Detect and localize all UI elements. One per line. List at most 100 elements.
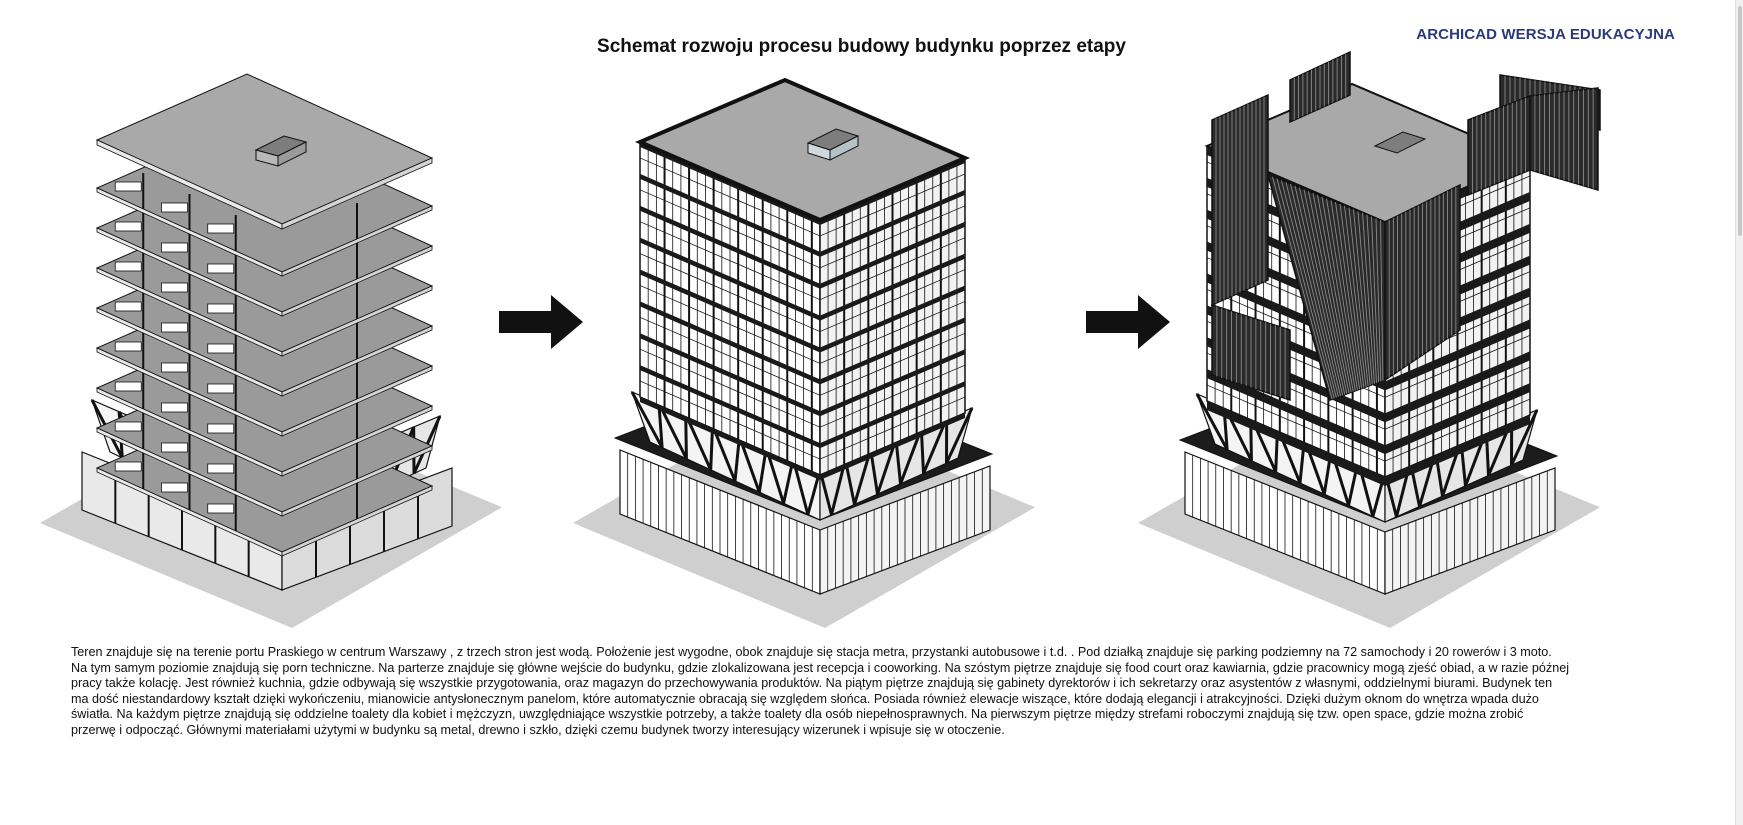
transom: [819, 269, 966, 332]
floor-band: [820, 285, 965, 353]
panel-fin: [1312, 192, 1352, 393]
transom: [819, 205, 966, 269]
truss-diagonal: [1510, 409, 1539, 466]
slab-edge: [281, 285, 433, 357]
slab-edge: [281, 205, 433, 277]
scrollbar-thumb[interactable]: [1738, 6, 1742, 236]
description-line: przerwę i odpocząć. Głównymi materiałami…: [71, 722, 1005, 737]
floor-band: [1385, 383, 1530, 455]
window-opening: [114, 381, 142, 392]
floor-band: [1385, 415, 1530, 486]
roof-box: [829, 135, 859, 161]
window-opening: [114, 341, 142, 352]
floor-band: [640, 269, 820, 353]
roof-box: [1373, 131, 1427, 154]
transom: [639, 380, 821, 460]
panel-fin: [1272, 176, 1333, 400]
slab-edge: [281, 405, 433, 477]
panel-fin: [1294, 185, 1344, 396]
panel-fin: [1335, 202, 1363, 389]
window-opening: [207, 503, 235, 514]
floor-band: [640, 301, 820, 385]
transom: [1206, 384, 1386, 462]
roof: [634, 77, 971, 223]
panel-fin: [1317, 194, 1354, 392]
window-opening: [161, 202, 188, 213]
window-opening: [114, 461, 142, 472]
window-opening: [114, 261, 142, 272]
truss-diagonal: [922, 417, 949, 475]
panel-fin: [1371, 216, 1380, 383]
panel-fin: [1276, 178, 1335, 399]
transom: [819, 364, 966, 428]
truss-diagonal: [657, 402, 688, 460]
panel-fin: [1362, 212, 1375, 384]
panel-fin: [1348, 207, 1369, 387]
page-title: Schemat rozwoju procesu budowy budynku p…: [597, 36, 1126, 57]
panel-fin: [1339, 203, 1365, 388]
floor-band: [820, 253, 965, 321]
description-line: Teren znajduje się na terenie portu Pras…: [71, 645, 1552, 659]
truss-diagonal: [1195, 393, 1229, 451]
floor-band: [1207, 369, 1385, 455]
window-opening: [207, 303, 235, 314]
floor-band: [820, 413, 965, 480]
window-opening: [207, 223, 235, 234]
panel-fin: [1281, 180, 1337, 398]
panel-fin: [1353, 209, 1371, 386]
slab-edge: [281, 245, 433, 317]
floor-band: [640, 205, 820, 289]
panel-fin: [1344, 205, 1367, 387]
window-opening: [114, 301, 142, 312]
slab-edge: [281, 157, 433, 230]
window-opening: [114, 221, 142, 232]
window-opening: [207, 463, 235, 474]
arrow-right-icon: [1086, 295, 1170, 349]
building-stage-facade: [573, 77, 1035, 628]
slab-edge: [281, 485, 433, 557]
panel-fin: [1330, 200, 1361, 390]
vertical-scrollbar[interactable]: [1735, 0, 1743, 825]
transom: [639, 348, 821, 428]
panel-fin: [1366, 214, 1377, 384]
floor-band: [1385, 319, 1530, 391]
arrow-shape: [1086, 295, 1170, 349]
window-opening: [161, 362, 188, 373]
window-opening: [114, 421, 142, 432]
slab-edge: [281, 445, 433, 517]
arrow-shape: [499, 295, 583, 349]
floor-band: [640, 397, 820, 480]
window-opening: [207, 343, 235, 354]
slab-edge: [281, 365, 433, 437]
watermark-label: ARCHICAD WERSJA EDUKACYJNA: [1416, 26, 1675, 43]
panel-fin: [1308, 191, 1350, 394]
roof-box: [277, 141, 307, 167]
truss-diagonal: [630, 391, 664, 449]
transom: [639, 253, 821, 332]
description-line: światła. Na każdym piętrze znajdują się …: [71, 707, 1524, 722]
floor-band: [640, 333, 820, 417]
window-opening: [161, 442, 188, 453]
description-line: ma dość niestandardowy kształt dzięki wy…: [71, 691, 1539, 706]
window-opening: [161, 402, 188, 413]
floor-band: [820, 189, 965, 257]
floor-band: [640, 365, 820, 449]
slab-edge: [281, 325, 433, 397]
window-opening: [161, 322, 188, 333]
panel-fin: [1285, 182, 1339, 398]
panel-fin: [1290, 183, 1342, 397]
transom: [1384, 366, 1531, 430]
building-stage-structure: [40, 73, 502, 628]
transom: [819, 173, 966, 237]
window-opening: [207, 383, 235, 394]
truss-diagonal: [657, 403, 664, 448]
transom: [639, 221, 821, 301]
panel-fin: [1321, 196, 1356, 391]
panel-fin: [1380, 220, 1384, 381]
transom: [639, 316, 821, 396]
floor-band: [640, 237, 820, 321]
window-opening: [114, 181, 142, 192]
description-line: Na tym samym poziomie znajdują się porn …: [71, 660, 1569, 675]
transom: [819, 332, 966, 396]
transom: [639, 189, 821, 269]
